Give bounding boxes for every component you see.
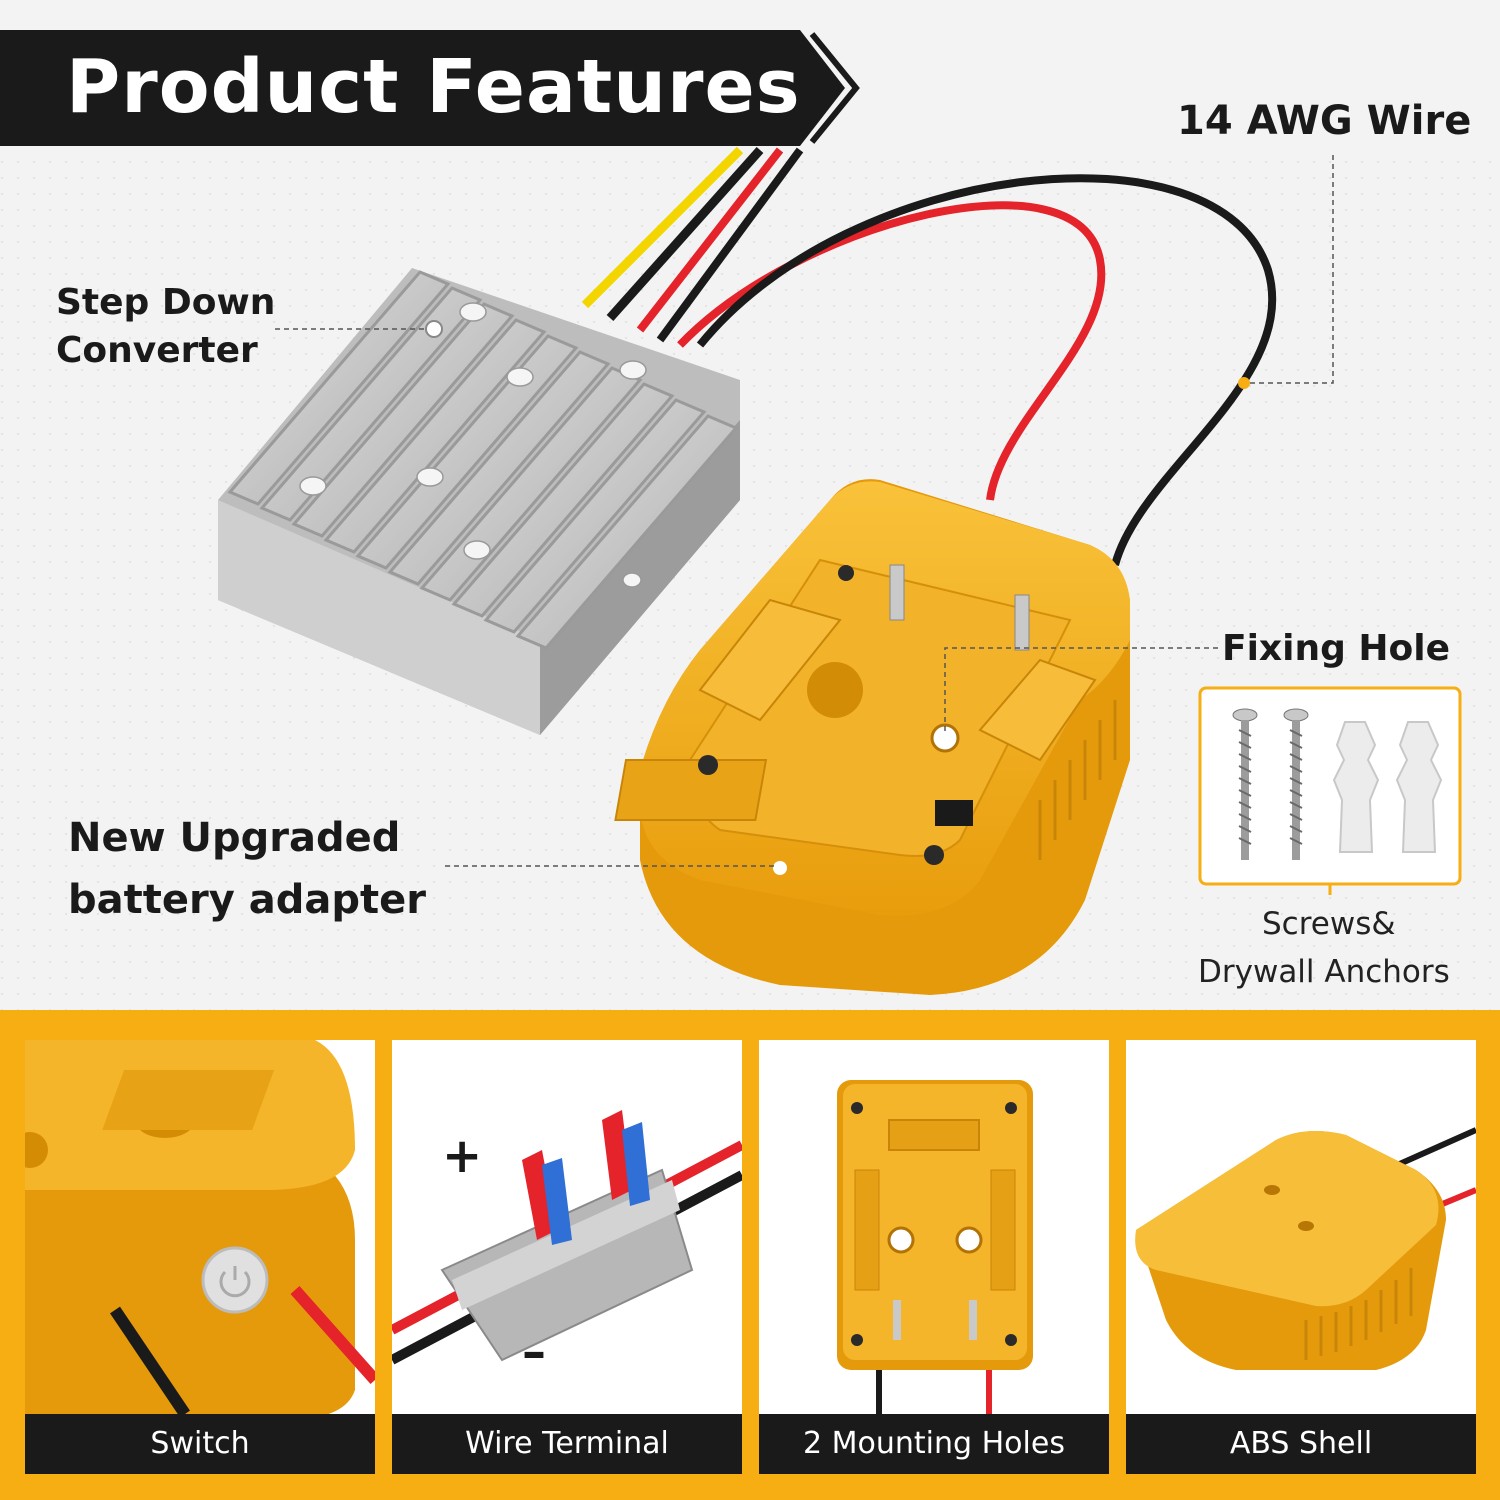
feature-panel-wire-terminal: + – Wire Terminal [392, 1040, 742, 1474]
callout-lines [275, 155, 1334, 867]
fixing-hole-label: Fixing Hole [1222, 628, 1451, 669]
title-banner [0, 30, 860, 146]
abs-shell-illustration [1135, 1127, 1476, 1370]
converter-label-line1: Step Down [56, 282, 276, 323]
drywall-anchor-icon [1332, 721, 1380, 853]
converter-callout-dot [425, 320, 443, 338]
feature-panel-switch: Switch [25, 1040, 375, 1474]
panel-label-abs-shell: ABS Shell [1126, 1414, 1476, 1474]
minus-sign: – [522, 1324, 546, 1380]
feature-panel-abs-shell: ABS Shell [1126, 1040, 1476, 1474]
mounting-hole-icon [887, 1226, 915, 1254]
wire-14awg [677, 174, 1277, 567]
wire-terminal-illustration [392, 1110, 742, 1365]
adapter-label-line2: battery adapter [68, 877, 426, 923]
plus-sign: + [442, 1128, 483, 1184]
mounting-holes-illustration [837, 1080, 1033, 1420]
panel-label-switch: Switch [25, 1414, 375, 1474]
step-down-converter [218, 268, 740, 735]
screw-icon [1283, 708, 1309, 860]
features-overview: Product Features 14 AWG Wire Step Down C… [0, 30, 1500, 1010]
screw-icon [1232, 708, 1258, 860]
converter-label-line2: Converter [56, 330, 258, 371]
product-illustration [0, 146, 1500, 1010]
mounting-hole-icon [955, 1226, 983, 1254]
panel-label-mounting-holes: 2 Mounting Holes [759, 1414, 1109, 1474]
converter-wires [581, 146, 804, 343]
battery-adapter [614, 479, 1130, 996]
switch-illustration [25, 1040, 375, 1420]
feature-panel-mounting-holes: 2 Mounting Holes [759, 1040, 1109, 1474]
panel-label-wire-terminal: Wire Terminal [392, 1414, 742, 1474]
screws-box [1198, 686, 1462, 886]
adapter-label-line1: New Upgraded [68, 815, 401, 861]
page-title: Product Features [66, 44, 801, 130]
screws-label-line1: Screws& [1262, 906, 1396, 942]
screws-label-line2: Drywall Anchors [1198, 954, 1450, 990]
wire-label: 14 AWG Wire [1177, 98, 1472, 144]
feature-panels: Switch + – Wire Terminal [0, 1010, 1500, 1500]
wire-callout-dot [1238, 377, 1250, 389]
drywall-anchor-icon [1395, 721, 1443, 853]
